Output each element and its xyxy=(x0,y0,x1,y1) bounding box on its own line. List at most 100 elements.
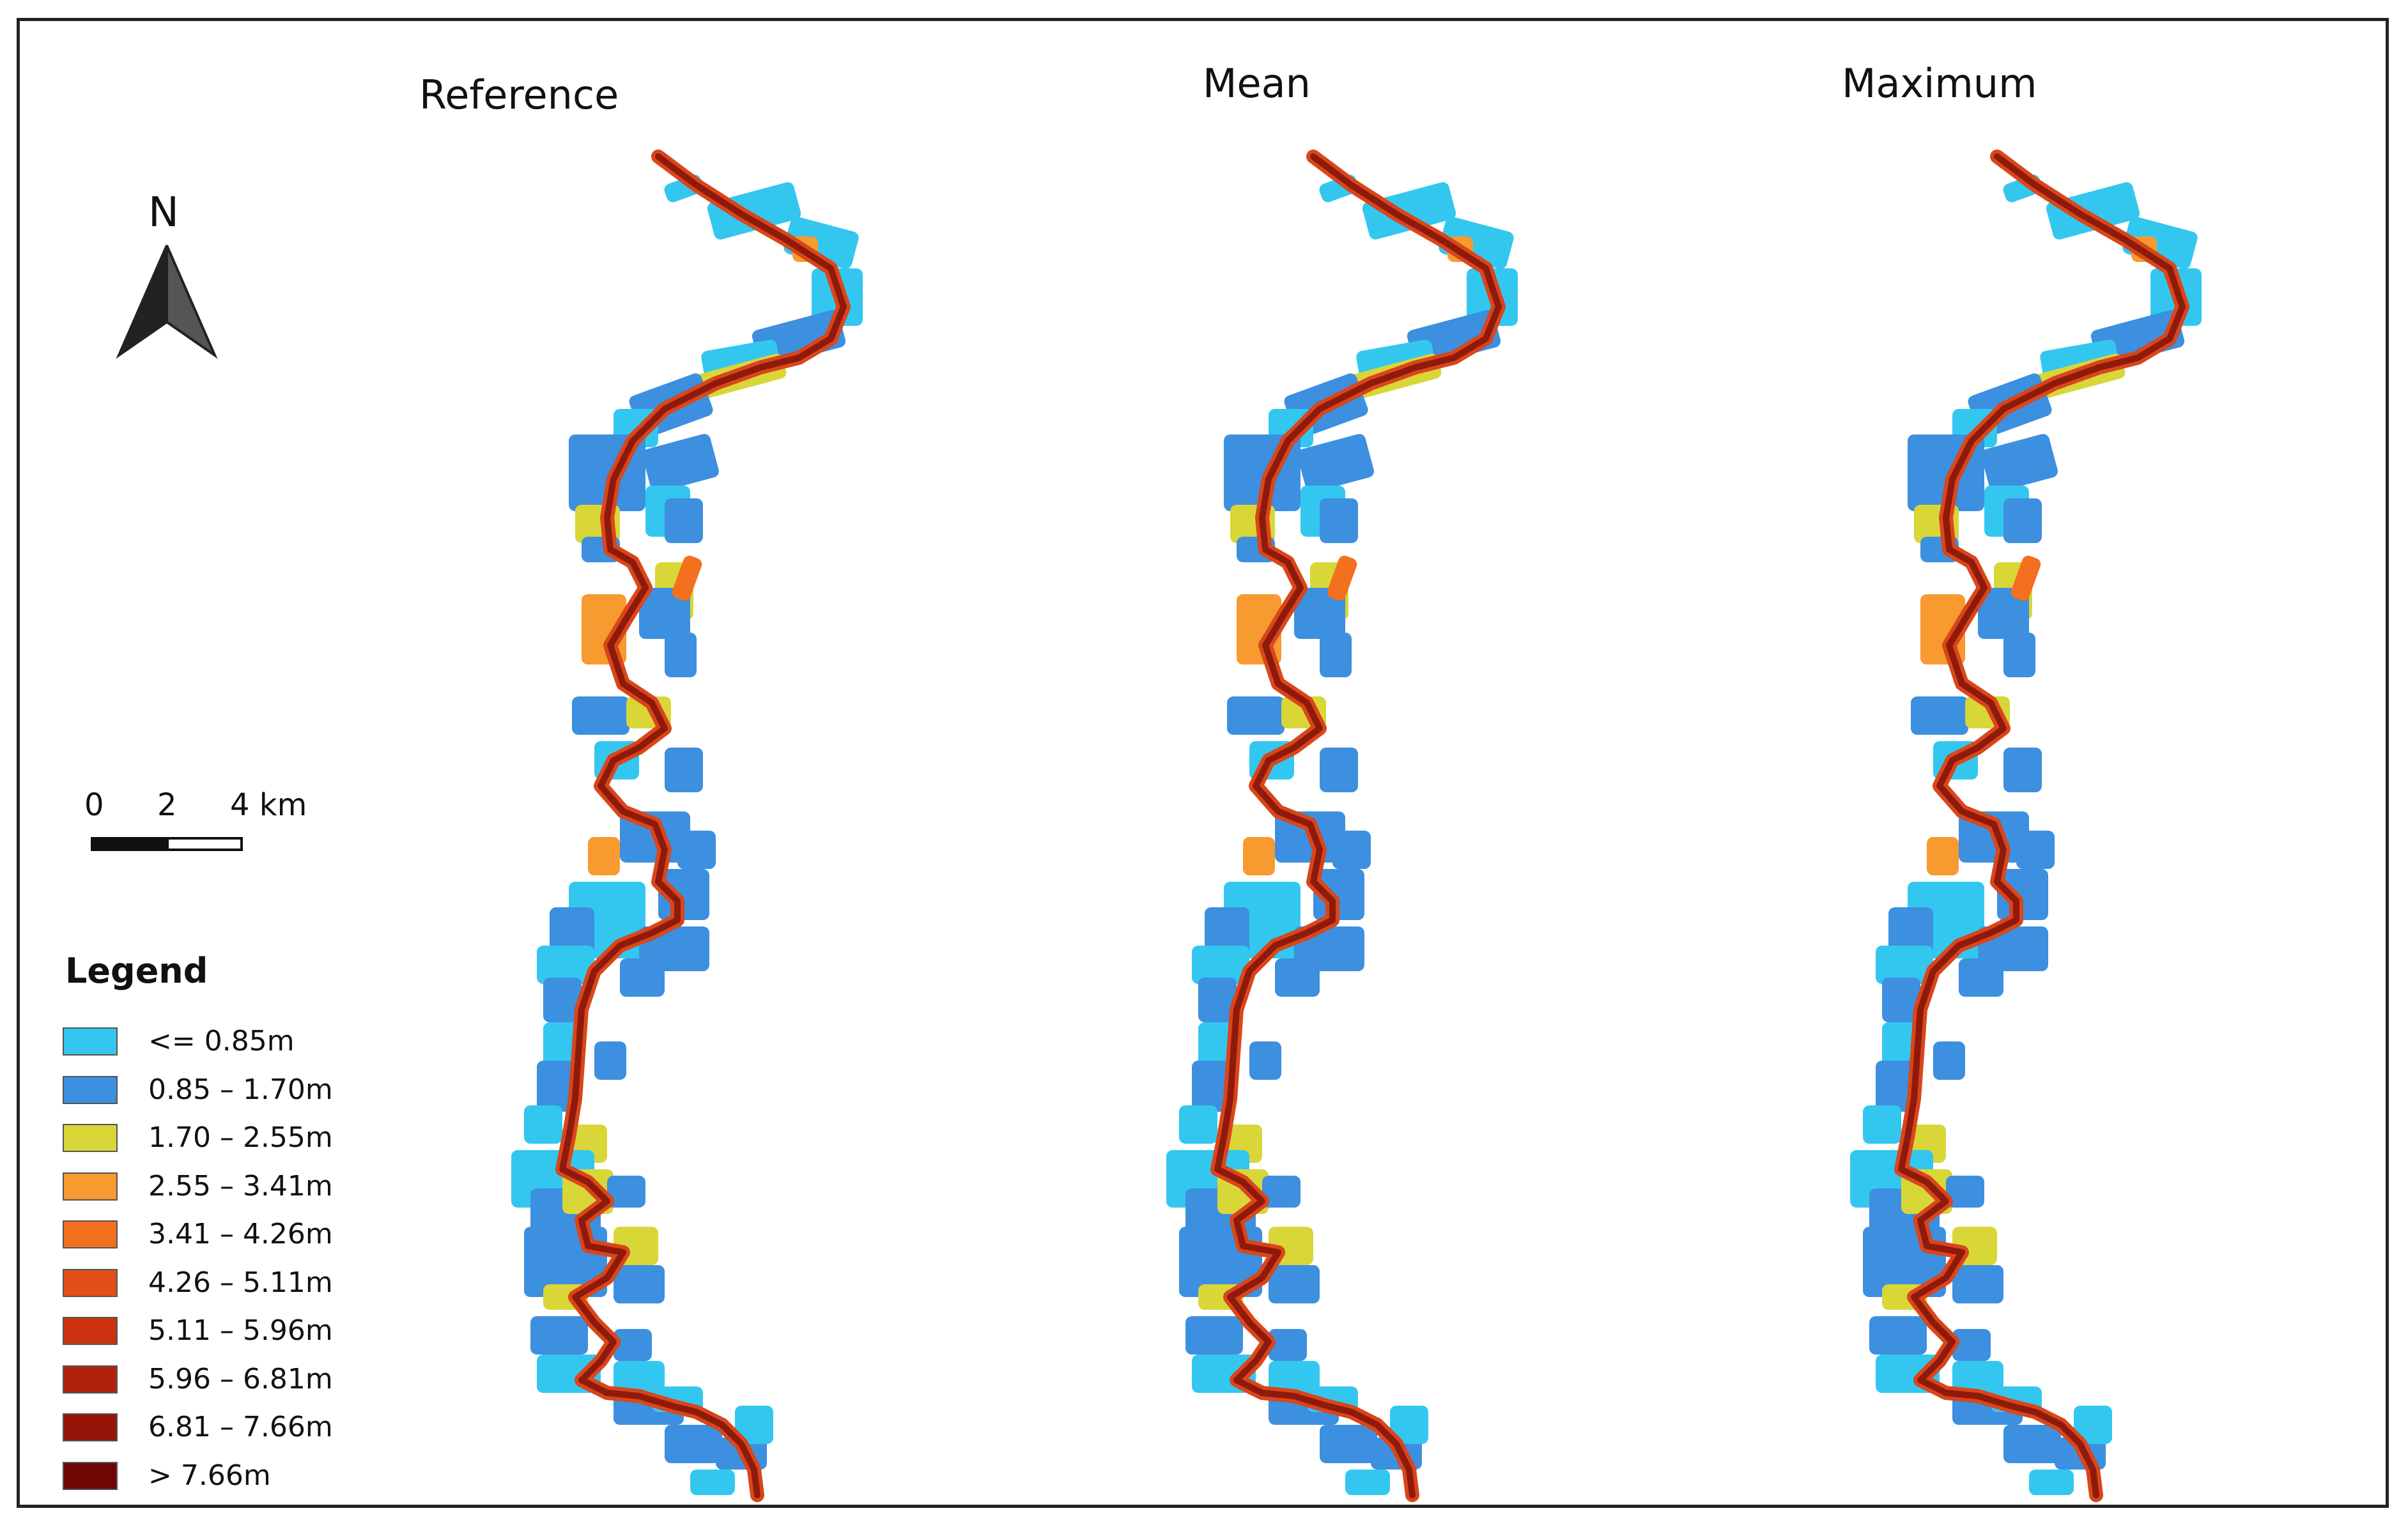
legend-label: 5.11 – 5.96m xyxy=(148,1314,333,1347)
flood-depth-patch xyxy=(665,498,703,543)
flood-depth-patch xyxy=(1275,958,1320,997)
flood-depth-patch xyxy=(1179,1105,1217,1144)
flood-depth-patch xyxy=(2003,498,2042,543)
legend-swatch xyxy=(63,1365,118,1394)
flood-depth-patch xyxy=(2016,831,2055,869)
legend-label: 5.96 – 6.81m xyxy=(148,1362,333,1395)
flood-depth-patch xyxy=(1269,1361,1320,1393)
flood-depth-patch xyxy=(1185,1316,1243,1355)
flood-depth-patch xyxy=(620,958,665,997)
flood-depth-patch xyxy=(1332,831,1371,869)
flood-depth-patch xyxy=(1320,748,1358,792)
legend-swatch xyxy=(63,1461,118,1490)
flood-depth-patch xyxy=(530,1316,588,1355)
flood-depth-patch xyxy=(614,1329,652,1361)
flood-depth-patch xyxy=(614,1265,665,1303)
north-arrow-icon xyxy=(116,245,218,359)
flood-depth-patch xyxy=(1192,1061,1230,1112)
flood-depth-patch xyxy=(1192,946,1249,984)
legend-label: 6.81 – 7.66m xyxy=(148,1411,333,1443)
flood-depth-patch xyxy=(1249,1041,1281,1080)
flood-depth-patch xyxy=(1863,1105,1901,1144)
legend-swatch xyxy=(63,1268,118,1297)
scale-bar-black-segment xyxy=(91,837,169,851)
flood-depth-patch xyxy=(1978,588,2029,639)
north-arrow-label: N xyxy=(148,189,179,236)
legend-swatch xyxy=(63,1413,118,1441)
river-channel xyxy=(1214,153,1502,1498)
flood-depth-patch xyxy=(1362,182,1456,240)
flood-depth-patch xyxy=(1262,1176,1300,1208)
flood-depth-patch xyxy=(672,555,702,601)
flood-depth-patch xyxy=(642,434,719,493)
river-channel xyxy=(559,153,847,1498)
panel-title-maximum: Maximum xyxy=(1842,60,2037,107)
scale-label-0: 0 xyxy=(84,787,104,823)
flood-depth-patch xyxy=(1227,696,1285,735)
flood-depth-patch xyxy=(677,831,716,869)
flood-depth-patch xyxy=(1320,1425,1377,1463)
scale-label-2: 2 xyxy=(157,787,177,823)
flood-depth-patch xyxy=(524,1105,562,1144)
flood-depth-patch xyxy=(1882,978,1920,1022)
scale-label-4km: 4 km xyxy=(230,787,307,823)
flood-depth-patch xyxy=(614,1361,665,1393)
flood-depth-patch xyxy=(2029,1470,2074,1495)
map-panel-reference xyxy=(511,150,863,1502)
flood-depth-patch xyxy=(1981,434,2058,493)
flood-depth-patch xyxy=(1345,1470,1390,1495)
flood-depth-patch xyxy=(1952,1361,2003,1393)
flood-depth-patch xyxy=(1952,1265,2003,1303)
legend-swatch xyxy=(63,1124,118,1152)
flood-depth-patch xyxy=(1911,696,1968,735)
flood-depth-patch xyxy=(607,1176,645,1208)
flood-depth-patch xyxy=(2011,555,2041,601)
flood-depth-patch xyxy=(1876,946,1933,984)
flood-depth-patch xyxy=(1876,1061,1914,1112)
flood-depth-patch xyxy=(2003,633,2035,677)
flood-depth-patch xyxy=(665,748,703,792)
flood-depth-patch xyxy=(1320,498,1358,543)
flood-depth-patch xyxy=(588,837,620,875)
flood-depth-patch xyxy=(1327,555,1357,601)
legend-label: 3.41 – 4.26m xyxy=(148,1218,333,1250)
flood-depth-patch xyxy=(594,1041,626,1080)
flood-depth-patch xyxy=(665,1425,722,1463)
flood-depth-patch xyxy=(1320,633,1352,677)
legend-swatch xyxy=(63,1220,118,1248)
flood-depth-patch xyxy=(735,1406,773,1444)
flood-depth-patch xyxy=(1269,1329,1307,1361)
flood-depth-patch xyxy=(2003,748,2042,792)
flood-depth-patch xyxy=(1269,1265,1320,1303)
flood-depth-patch xyxy=(1927,837,1959,875)
legend-label: <= 0.85m xyxy=(148,1025,295,1057)
flood-depth-patch xyxy=(1198,978,1237,1022)
river-channel xyxy=(1898,153,2186,1498)
flood-depth-patch xyxy=(1390,1406,1428,1444)
flood-depth-patch xyxy=(1946,1176,1984,1208)
flood-depth-patch xyxy=(2003,1425,2061,1463)
legend-label: 4.26 – 5.11m xyxy=(148,1266,333,1299)
flood-depth-patch xyxy=(543,978,582,1022)
flood-depth-patch xyxy=(2046,182,2140,240)
legend-swatch xyxy=(63,1317,118,1345)
panel-title-mean: Mean xyxy=(1203,60,1311,107)
legend-label: 1.70 – 2.55m xyxy=(148,1121,333,1154)
flood-depth-patch xyxy=(1243,837,1275,875)
legend-swatch xyxy=(63,1075,118,1104)
legend-label: > 7.66m xyxy=(148,1459,271,1492)
flood-depth-patch xyxy=(707,182,801,240)
flood-depth-patch xyxy=(1297,434,1374,493)
legend-swatch xyxy=(63,1172,118,1201)
flood-depth-patch xyxy=(1952,1329,1991,1361)
scale-bar-white-segment xyxy=(166,837,243,851)
legend-label: 2.55 – 3.41m xyxy=(148,1169,333,1202)
legend-label: 0.85 – 1.70m xyxy=(148,1073,333,1106)
flood-depth-patch xyxy=(665,633,697,677)
panel-title-reference: Reference xyxy=(419,72,619,118)
legend-swatch xyxy=(63,1027,118,1056)
flood-depth-patch xyxy=(1869,1316,1927,1355)
flood-depth-patch xyxy=(537,946,594,984)
flood-depth-patch xyxy=(572,696,629,735)
